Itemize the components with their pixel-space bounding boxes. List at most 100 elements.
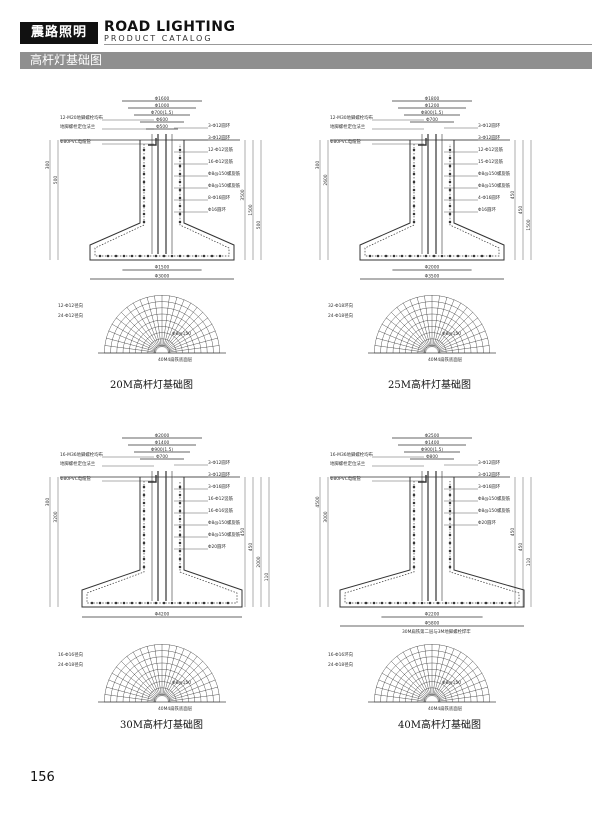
stirrup-dot bbox=[448, 164, 452, 168]
plan-label: Φ8@150 bbox=[442, 331, 461, 337]
plan-view bbox=[98, 644, 226, 703]
plan-radial bbox=[165, 306, 198, 349]
rebar-dot bbox=[130, 601, 134, 605]
bottom-dimension: Φ3500 bbox=[425, 274, 440, 280]
rebar-dot bbox=[170, 601, 174, 605]
rebar-dot bbox=[122, 254, 126, 258]
side-dimension: 450 bbox=[510, 191, 516, 200]
plan-radial bbox=[432, 644, 440, 697]
top-dimension: Φ500 bbox=[156, 124, 168, 130]
stirrup-dot bbox=[448, 525, 452, 529]
rebar-dot bbox=[356, 601, 360, 605]
side-dimension: 1500 bbox=[248, 204, 254, 215]
foundation-svg: Φ1800Φ1200Φ800(1.5)Φ700Φ2000Φ350012-M30地… bbox=[315, 96, 532, 363]
plan-radial bbox=[434, 648, 455, 697]
plan-radial bbox=[402, 302, 430, 348]
plan-radial bbox=[115, 666, 158, 699]
side-dimension: 500 bbox=[256, 221, 262, 230]
stirrup-dot bbox=[178, 196, 182, 200]
plan-radial bbox=[167, 686, 219, 701]
rebar-dot bbox=[170, 254, 174, 258]
rebar-dot bbox=[202, 601, 206, 605]
plan-radial bbox=[139, 648, 160, 697]
rebar-dot bbox=[420, 601, 424, 605]
stirrup-dot bbox=[448, 220, 452, 224]
top-dimension: Φ900(1.5) bbox=[421, 447, 444, 453]
plan-radial bbox=[163, 645, 178, 697]
stirrup-dot bbox=[142, 156, 146, 160]
plan-radial bbox=[390, 311, 428, 349]
caption-40m: 40M高杆灯基础图 bbox=[398, 720, 481, 731]
rebar-dot bbox=[396, 601, 400, 605]
side-dimension: 450 bbox=[248, 543, 254, 552]
plan-radial bbox=[434, 302, 462, 348]
stirrup-dot bbox=[448, 565, 452, 569]
plan-radial bbox=[402, 651, 430, 697]
plan-radial bbox=[115, 317, 158, 350]
stirrup-dot bbox=[448, 501, 452, 505]
plan-radial bbox=[374, 694, 427, 702]
rebar-dot bbox=[114, 254, 118, 258]
stirrup-dot bbox=[448, 204, 452, 208]
right-annotation: 3-Φ12圆环 bbox=[208, 135, 231, 141]
stirrup-dot bbox=[448, 541, 452, 545]
plan-radial bbox=[375, 337, 427, 352]
foundation-svg: Φ1600Φ1000Φ700(1.5)Φ600Φ500Φ1500Φ300012-… bbox=[45, 96, 262, 363]
left-annotation: 16-M36地脚螺栓均布 bbox=[330, 451, 373, 458]
stirrup-dot bbox=[412, 557, 416, 561]
side-dimension: 4500 bbox=[315, 496, 321, 507]
right-annotation: Φ20圆环 bbox=[208, 544, 226, 550]
pvc-conduit bbox=[148, 475, 157, 483]
foundation-outline bbox=[81, 477, 243, 608]
rebar-dot bbox=[138, 601, 142, 605]
stirrup-dot bbox=[142, 485, 146, 489]
side-dimension: 3500 bbox=[240, 189, 246, 200]
rebar-dot bbox=[392, 254, 396, 258]
stirrup-dot bbox=[142, 148, 146, 152]
rebar-dot bbox=[468, 601, 472, 605]
plan-radial bbox=[167, 337, 219, 352]
right-annotation: Φ8@150螺旋筋 bbox=[478, 495, 511, 502]
plan-radial bbox=[437, 345, 490, 353]
stirrup-dot bbox=[412, 533, 416, 537]
right-annotation: Φ8@150螺旋筋 bbox=[208, 531, 241, 538]
rebar-dot bbox=[476, 601, 480, 605]
stirrup-dot bbox=[448, 493, 452, 497]
stirrup-dot bbox=[412, 541, 416, 545]
plan-radial bbox=[437, 330, 486, 351]
plan-label: 32-Φ18环向 bbox=[328, 302, 353, 309]
stirrup-dot bbox=[178, 172, 182, 176]
right-annotation: Φ16圆环 bbox=[208, 207, 226, 213]
stirrup-dot bbox=[178, 493, 182, 497]
top-dimension: Φ700(1.5) bbox=[151, 110, 174, 116]
top-dimension: Φ1400 bbox=[155, 440, 170, 446]
plan-radial bbox=[154, 644, 162, 697]
stirrup-dot bbox=[178, 148, 182, 152]
rebar-dot bbox=[452, 601, 456, 605]
rebar-dot bbox=[178, 254, 182, 258]
top-dimension: Φ700 bbox=[156, 454, 168, 460]
right-annotation: 4-Φ16圆环 bbox=[478, 195, 501, 201]
right-annotation: 8-Φ16圆环 bbox=[208, 195, 231, 201]
stirrup-dot bbox=[142, 196, 146, 200]
plan-radial bbox=[146, 645, 161, 697]
plan-radial bbox=[375, 686, 427, 701]
rebar-dot bbox=[146, 254, 150, 258]
bottom-dimension: Φ2000 bbox=[425, 265, 440, 271]
stirrup-dot bbox=[178, 557, 182, 561]
pvc-conduit bbox=[418, 138, 427, 146]
stirrup-dot bbox=[178, 204, 182, 208]
stirrup-dot bbox=[412, 485, 416, 489]
side-dimension: 450 bbox=[518, 543, 524, 552]
plan-radial bbox=[437, 686, 489, 701]
side-dimension: 300 bbox=[315, 161, 321, 170]
side-dimension: 2000 bbox=[256, 556, 262, 567]
right-annotation: Φ8@150螺旋筋 bbox=[208, 519, 241, 526]
stirrup-dot bbox=[142, 501, 146, 505]
plan-radial bbox=[166, 317, 209, 350]
rebar-dot bbox=[162, 254, 166, 258]
plan-radial bbox=[409, 648, 430, 697]
rebar-dot bbox=[480, 254, 484, 258]
rebar-dot bbox=[368, 254, 372, 258]
